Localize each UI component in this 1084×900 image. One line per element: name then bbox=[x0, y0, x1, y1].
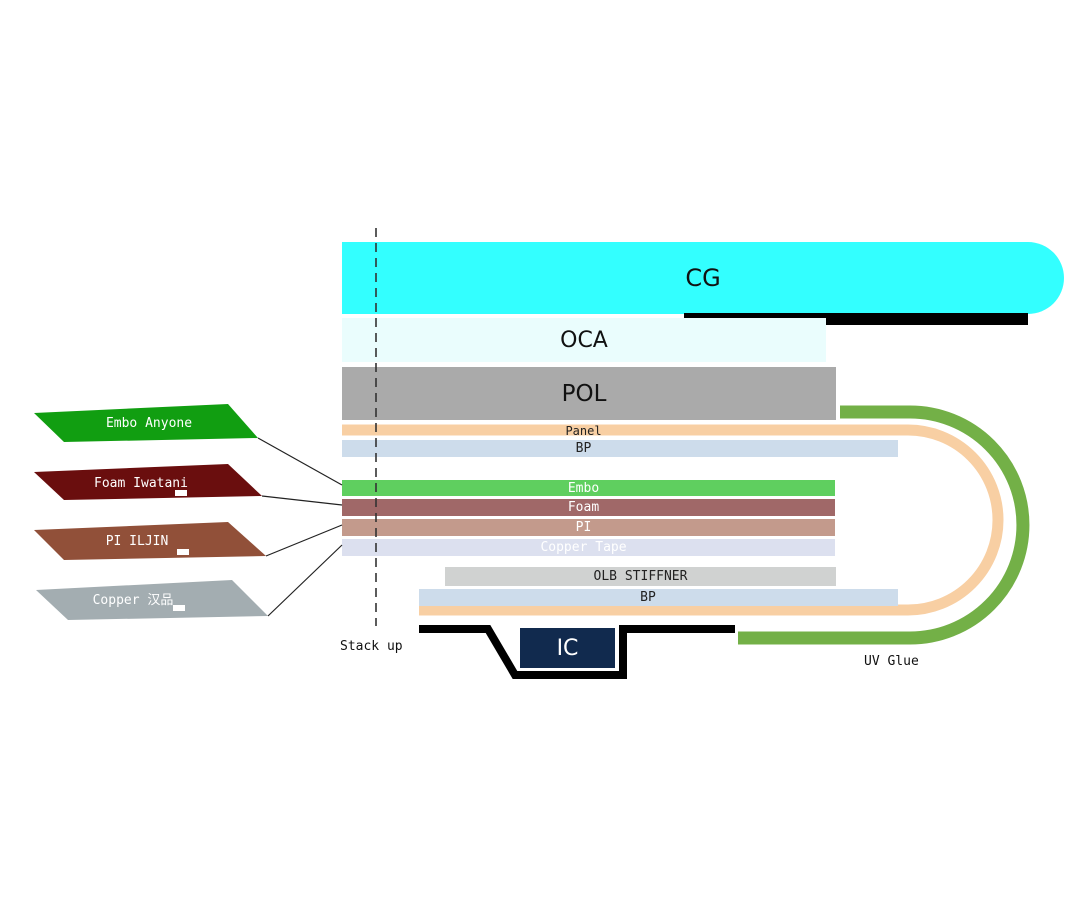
bp-top-shape bbox=[342, 440, 898, 457]
embo-swatch bbox=[34, 404, 258, 442]
pi-label: PI bbox=[575, 520, 592, 535]
olb-stiffner-shape bbox=[445, 567, 836, 586]
foam-shape bbox=[342, 499, 835, 516]
embo-shape bbox=[342, 480, 835, 496]
panel-label: Panel bbox=[565, 424, 602, 438]
copper-material-label: Copper 汉品 bbox=[92, 592, 174, 608]
copper-tape-label: Copper Tape bbox=[540, 540, 627, 555]
cg-shape bbox=[342, 242, 1064, 314]
oca-shape bbox=[342, 318, 826, 362]
foam-label: Foam bbox=[567, 500, 600, 515]
ic-label: IC bbox=[556, 635, 579, 661]
copper-swatch-hole bbox=[173, 605, 185, 611]
bp-bottom-label: BP bbox=[640, 590, 656, 605]
pi-shape bbox=[342, 519, 835, 536]
uv-glue-shape bbox=[738, 405, 1030, 645]
pi-leader bbox=[265, 524, 343, 557]
stack-up-label: Stack up bbox=[340, 639, 403, 654]
oca-label: OCA bbox=[560, 327, 608, 353]
copper-tape-shape bbox=[342, 539, 835, 556]
embo-label: Embo bbox=[567, 480, 600, 496]
ic-base-shape bbox=[419, 625, 735, 679]
foam-swatch bbox=[34, 464, 262, 500]
copper-leader bbox=[267, 544, 343, 617]
pi-swatch-hole bbox=[177, 549, 189, 555]
pi-swatch bbox=[34, 522, 266, 560]
copper-swatch bbox=[36, 580, 268, 620]
ic-chip-shape bbox=[520, 628, 615, 668]
foam-material-label: Foam Iwatani bbox=[94, 475, 188, 491]
pol-shape bbox=[342, 367, 836, 420]
pi-material-label: PI ILJIN bbox=[105, 533, 169, 549]
olb-stiffner-label: OLB STIFFNER bbox=[593, 569, 688, 584]
foam-leader bbox=[261, 495, 343, 506]
pol-label: POL bbox=[561, 380, 607, 407]
panel-bend-shape bbox=[342, 424, 1004, 616]
cg-label: CG bbox=[685, 264, 721, 292]
embo-material-label: Embo Anyone bbox=[105, 415, 193, 431]
bp-bottom-shape bbox=[419, 589, 898, 606]
embo-leader bbox=[257, 437, 343, 486]
bp-top-label: BP bbox=[575, 441, 592, 456]
uv-glue-label: UV Glue bbox=[864, 654, 919, 669]
foam-swatch-hole bbox=[175, 490, 187, 496]
